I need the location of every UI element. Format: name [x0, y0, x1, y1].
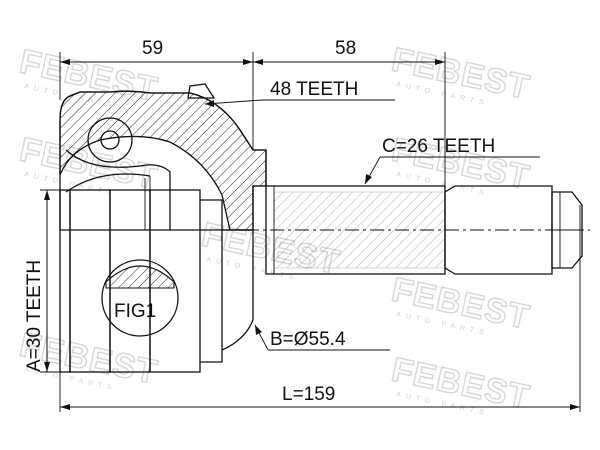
- fig1-circle: [101, 259, 179, 337]
- dim-right-label: 58: [335, 38, 356, 59]
- inner-teeth-label: A=30 TEETH: [24, 260, 45, 372]
- shaft-teeth-label: C=26 TEETH: [382, 136, 495, 157]
- outer-teeth-label: 48 TEETH: [270, 79, 358, 100]
- labels: 59 58 48 TEETH C=26 TEETH B=Ø55.4 L=159 …: [24, 38, 495, 405]
- watermark-top-right: FEBEST AUTO PARTS: [388, 40, 534, 108]
- dim-left-label: 59: [142, 38, 163, 59]
- diameter-label: B=Ø55.4: [270, 329, 346, 350]
- total-length-label: L=159: [282, 384, 335, 405]
- watermark-lower-right: FEBEST AUTO PARTS: [388, 270, 534, 338]
- fig1-label: FIG1: [114, 301, 156, 322]
- leaders: [204, 99, 540, 351]
- cv-joint-part: [59, 83, 590, 373]
